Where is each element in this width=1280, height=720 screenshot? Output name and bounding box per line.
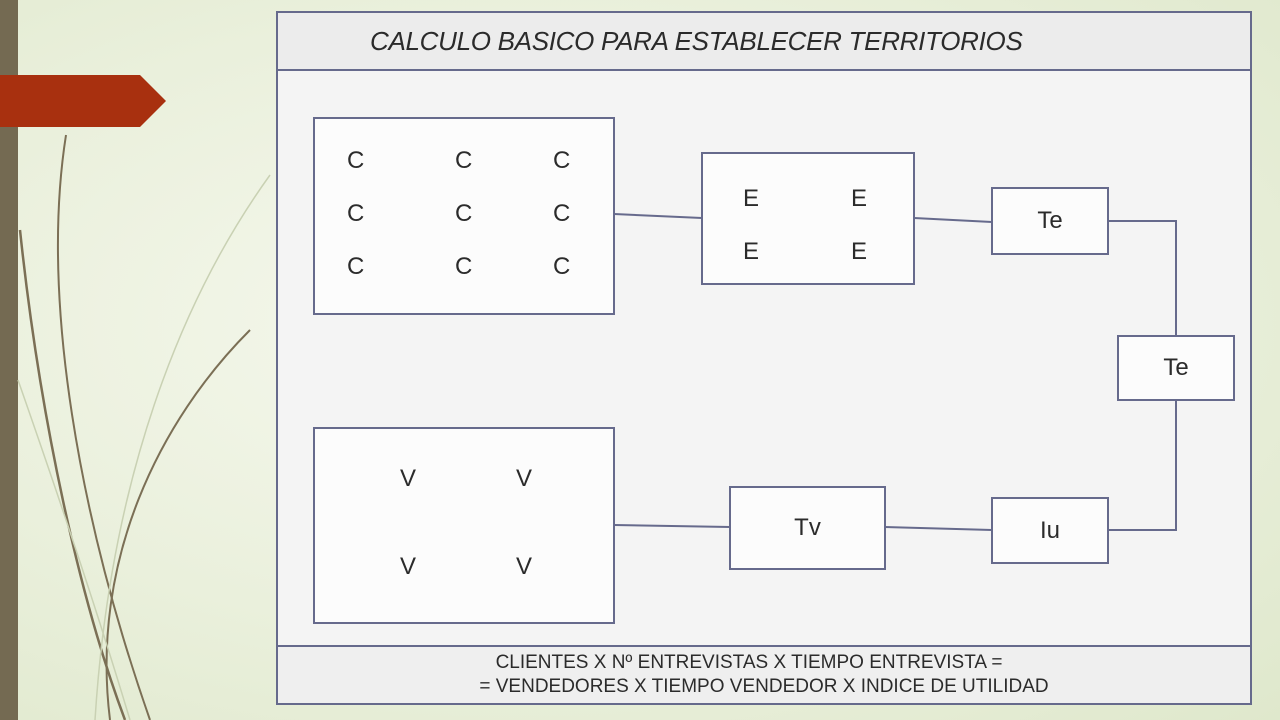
seller-label: V	[516, 553, 533, 580]
diagram-title: CALCULO BASICO PARA ESTABLECER TERRITORI…	[370, 25, 1023, 56]
client-label: C	[455, 253, 473, 280]
title-band: CALCULO BASICO PARA ESTABLECER TERRITORI…	[278, 13, 1250, 71]
formula-line-2: = VENDEDORES X TIEMPO VENDEDOR X INDICE …	[479, 676, 1049, 697]
interview-label: E	[743, 238, 760, 265]
te-right-box: Te	[1117, 335, 1235, 401]
client-label: C	[455, 200, 473, 227]
tv-box: Tv	[729, 486, 886, 570]
tv-label: Tv	[794, 514, 821, 541]
interviews-box: E E E E	[701, 152, 915, 285]
client-label: C	[347, 253, 365, 280]
formula-line-1: CLIENTES X Nº ENTREVISTAS X TIEMPO ENTRE…	[495, 652, 1003, 673]
connector-interviews-te	[913, 217, 993, 223]
seller-label: V	[516, 465, 533, 492]
interview-label: E	[851, 238, 868, 265]
interview-label: E	[851, 185, 868, 212]
client-label: C	[553, 147, 571, 174]
clients-box: C C C C C C C C C	[313, 117, 615, 315]
connector-te-te	[1108, 220, 1177, 336]
slide-side-bar	[0, 0, 18, 720]
connector-te-iu	[1108, 400, 1177, 531]
te-right-label: Te	[1163, 354, 1189, 381]
client-label: C	[455, 147, 473, 174]
client-label: C	[553, 253, 571, 280]
seller-label: V	[400, 465, 417, 492]
client-label: C	[347, 147, 365, 174]
decorative-curves	[17, 134, 271, 720]
iu-box: Iu	[991, 497, 1109, 564]
interview-label: E	[743, 185, 760, 212]
connector-sellers-tv	[613, 524, 731, 528]
formula-band: CLIENTES X Nº ENTREVISTAS X TIEMPO ENTRE…	[278, 645, 1250, 703]
connector-tv-iu	[883, 526, 993, 531]
client-label: C	[347, 200, 365, 227]
te-upper-box: Te	[991, 187, 1109, 255]
slide-arrow-tab	[0, 75, 166, 127]
seller-label: V	[400, 553, 417, 580]
te-upper-label: Te	[1037, 207, 1063, 234]
iu-label: Iu	[1039, 516, 1060, 544]
connector-clients-interviews	[613, 213, 703, 219]
sellers-box: V V V V	[313, 427, 615, 624]
client-label: C	[553, 200, 571, 227]
